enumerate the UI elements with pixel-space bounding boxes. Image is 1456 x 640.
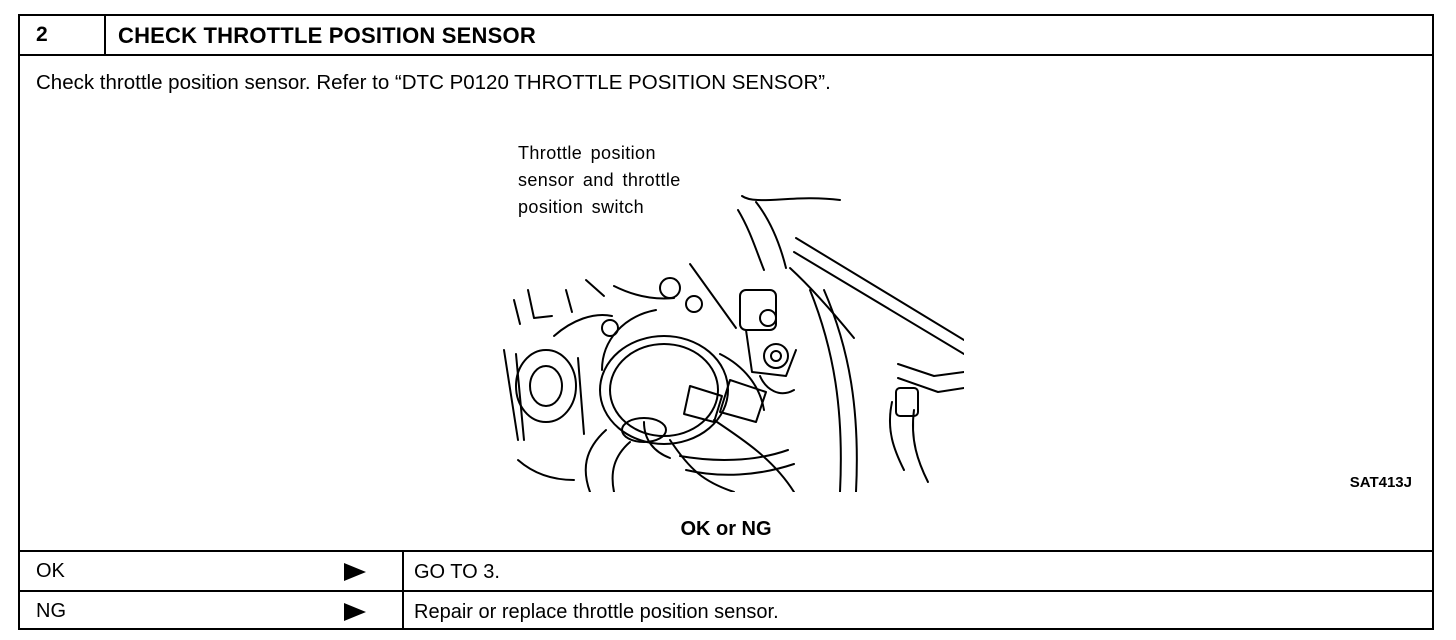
engine-line-drawing <box>503 195 964 492</box>
decision-prompt: OK or NG <box>680 518 772 540</box>
result-action: GO TO 3. <box>414 561 500 583</box>
figure-callout-line: position switch <box>518 197 645 217</box>
figure-callout-line: sensor and throttle <box>518 170 681 190</box>
diagnostic-step-table: 2 CHECK THROTTLE POSITION SENSOR Check t… <box>18 14 1434 630</box>
result-row-ok: OK GO TO 3. <box>20 552 1432 592</box>
figure-code: SAT413J <box>1349 474 1412 491</box>
step-header: 2 CHECK THROTTLE POSITION SENSOR <box>20 16 1432 56</box>
figure-callout-label: Throttle position sensor and throttle po… <box>518 140 681 221</box>
result-action: Repair or replace throttle position sens… <box>414 601 779 623</box>
throttle-sensor-figure: Throttle position sensor and throttle po… <box>494 140 964 492</box>
step-instruction: Check throttle position sensor. Refer to… <box>36 71 831 94</box>
arrow-right-icon <box>344 563 366 581</box>
result-label: OK <box>20 552 404 590</box>
result-row-ng: NG Repair or replace throttle position s… <box>20 592 1432 632</box>
result-label: NG <box>20 592 404 630</box>
step-title: CHECK THROTTLE POSITION SENSOR <box>118 23 536 48</box>
arrow-right-icon <box>344 603 366 621</box>
step-body: Check throttle position sensor. Refer to… <box>20 56 1432 552</box>
step-number: 2 <box>20 16 106 54</box>
figure-callout-line: Throttle position <box>518 143 656 163</box>
